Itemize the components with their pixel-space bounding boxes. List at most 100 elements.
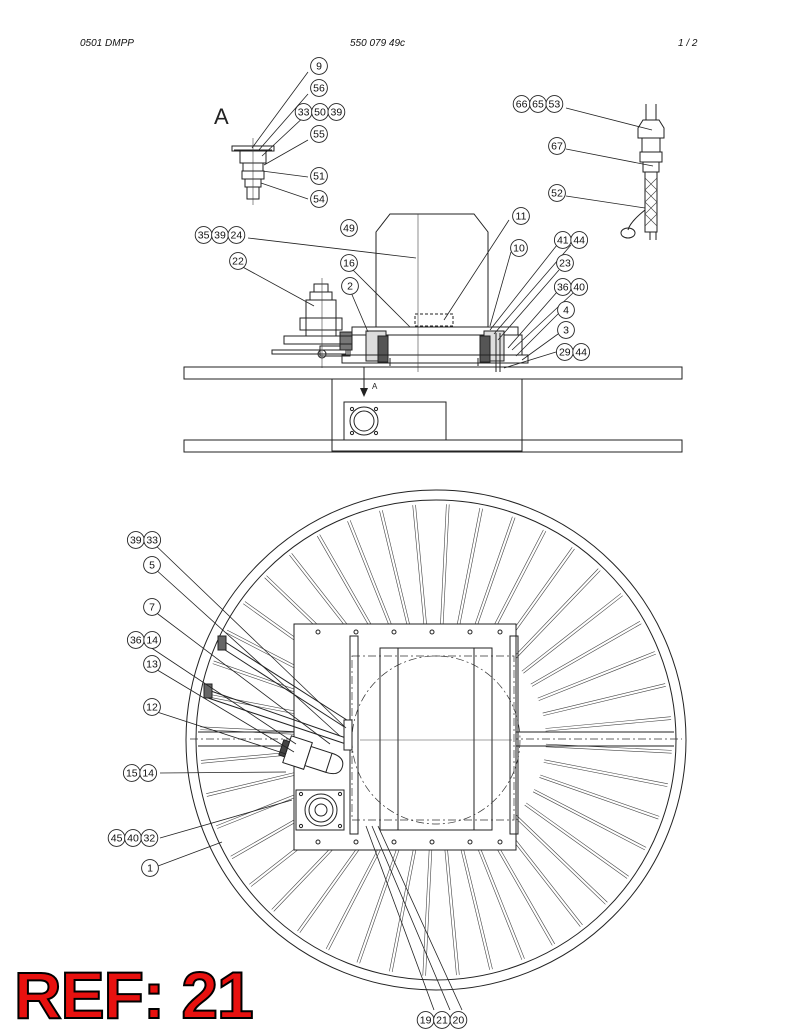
- spoke-line: [491, 834, 555, 945]
- spoke-line: [349, 520, 397, 638]
- frame-bolt: [391, 629, 397, 635]
- spoke-line: [545, 716, 671, 729]
- balloon-65: 65: [529, 95, 547, 113]
- balloon-44: 44: [570, 231, 589, 249]
- balloon-number: 4: [563, 305, 569, 317]
- spoke-line: [521, 593, 622, 672]
- elevation-view: A: [183, 104, 683, 453]
- balloon-39: 39: [126, 531, 145, 549]
- balloon-number: 12: [146, 702, 158, 714]
- spoke-line: [470, 516, 513, 636]
- balloon-35: 35: [194, 226, 213, 244]
- balloon-4: 4: [557, 301, 575, 319]
- spoke-line: [538, 653, 656, 701]
- balloon-number: 66: [516, 99, 528, 111]
- angled-gear-motor: [278, 735, 344, 775]
- spoke-line: [545, 719, 672, 732]
- balloon-number: 51: [313, 171, 325, 183]
- spoke-line: [359, 844, 402, 964]
- balloon-number: 21: [436, 1015, 448, 1027]
- balloon-number: 20: [453, 1015, 465, 1027]
- frame-bolt: [497, 839, 503, 845]
- spoke-line: [475, 842, 523, 960]
- balloon-52: 52: [548, 184, 566, 202]
- spoke-line: [516, 814, 608, 903]
- base-plate: [183, 366, 683, 380]
- balloon-number: 45: [111, 833, 123, 845]
- balloon-number: 41: [557, 235, 569, 247]
- balloon-number: 55: [313, 129, 325, 141]
- header-page-number: 1 / 2: [678, 38, 698, 49]
- detail-a-coupling: [231, 138, 275, 205]
- frame-bolt: [315, 629, 321, 635]
- frame-bolt: [497, 629, 503, 635]
- balloon-12: 12: [143, 698, 161, 716]
- balloon-40: 40: [124, 829, 142, 847]
- spoke-line: [439, 504, 447, 631]
- balloon-number: 1: [147, 863, 153, 875]
- spoke-line: [325, 836, 385, 949]
- spoke-line: [489, 835, 553, 946]
- balloon-number: 29: [559, 347, 571, 359]
- spoke-line: [473, 517, 516, 637]
- spoke-line: [524, 804, 628, 879]
- spoke-line: [455, 508, 481, 632]
- balloon-number: 40: [127, 833, 139, 845]
- balloon-number: 5: [149, 560, 155, 572]
- balloon-49: 49: [340, 219, 358, 237]
- balloon-32: 32: [140, 829, 159, 847]
- balloon-5: 5: [143, 556, 161, 574]
- balloon-67: 67: [548, 137, 566, 155]
- balloon-number: 15: [126, 768, 138, 780]
- balloon-number: 44: [573, 235, 585, 247]
- frame-bolt: [429, 629, 435, 635]
- spoke-line: [379, 510, 410, 634]
- balloon-number: 49: [343, 223, 355, 235]
- balloon-36: 36: [126, 631, 145, 649]
- spoke-line: [425, 849, 433, 976]
- frame-bolt: [315, 839, 321, 845]
- balloon-22: 22: [229, 252, 247, 270]
- frame-bolt: [353, 839, 359, 845]
- balloon-40: 40: [570, 278, 589, 296]
- spoke-line: [485, 529, 544, 642]
- balloon-11: 11: [512, 207, 530, 225]
- balloon-16: 16: [340, 254, 358, 272]
- balloon-number: 9: [316, 61, 322, 73]
- spoke-line: [347, 521, 395, 639]
- spoke-line: [462, 846, 493, 970]
- balloon-number: 52: [551, 188, 563, 200]
- balloon-36: 36: [553, 278, 572, 296]
- balloon-66: 66: [512, 95, 531, 113]
- balloon-55: 55: [310, 125, 328, 143]
- balloon-56: 56: [310, 79, 328, 97]
- balloon-14: 14: [143, 631, 162, 649]
- balloon-number: 11: [516, 211, 527, 223]
- balloon-number: 65: [532, 99, 544, 111]
- balloon-number: 36: [557, 282, 569, 294]
- spoke-line: [442, 504, 450, 631]
- frame-bolt: [467, 839, 473, 845]
- detail-cable-gland: [620, 104, 665, 240]
- balloon-number: 56: [313, 83, 325, 95]
- spoke-line: [544, 759, 668, 785]
- spoke-line: [460, 847, 491, 970]
- spoke-line: [381, 510, 412, 633]
- balloon-number: 39: [331, 107, 343, 119]
- balloon-number: 14: [146, 635, 158, 647]
- spoke-line: [504, 825, 583, 926]
- frame-bolt: [391, 839, 397, 845]
- balloon-number: 10: [513, 243, 525, 255]
- spoke-line: [542, 683, 666, 714]
- view-letter: A: [214, 104, 229, 129]
- spoke-line: [477, 841, 525, 959]
- balloon-13: 13: [143, 655, 161, 673]
- balloon-41: 41: [553, 231, 572, 249]
- section-arrow-label: A: [372, 382, 378, 391]
- balloon-10: 10: [510, 239, 528, 257]
- balloon-53: 53: [545, 95, 564, 113]
- spoke-line: [523, 595, 623, 674]
- balloon-number: 24: [231, 230, 243, 242]
- spoke-line: [389, 847, 414, 972]
